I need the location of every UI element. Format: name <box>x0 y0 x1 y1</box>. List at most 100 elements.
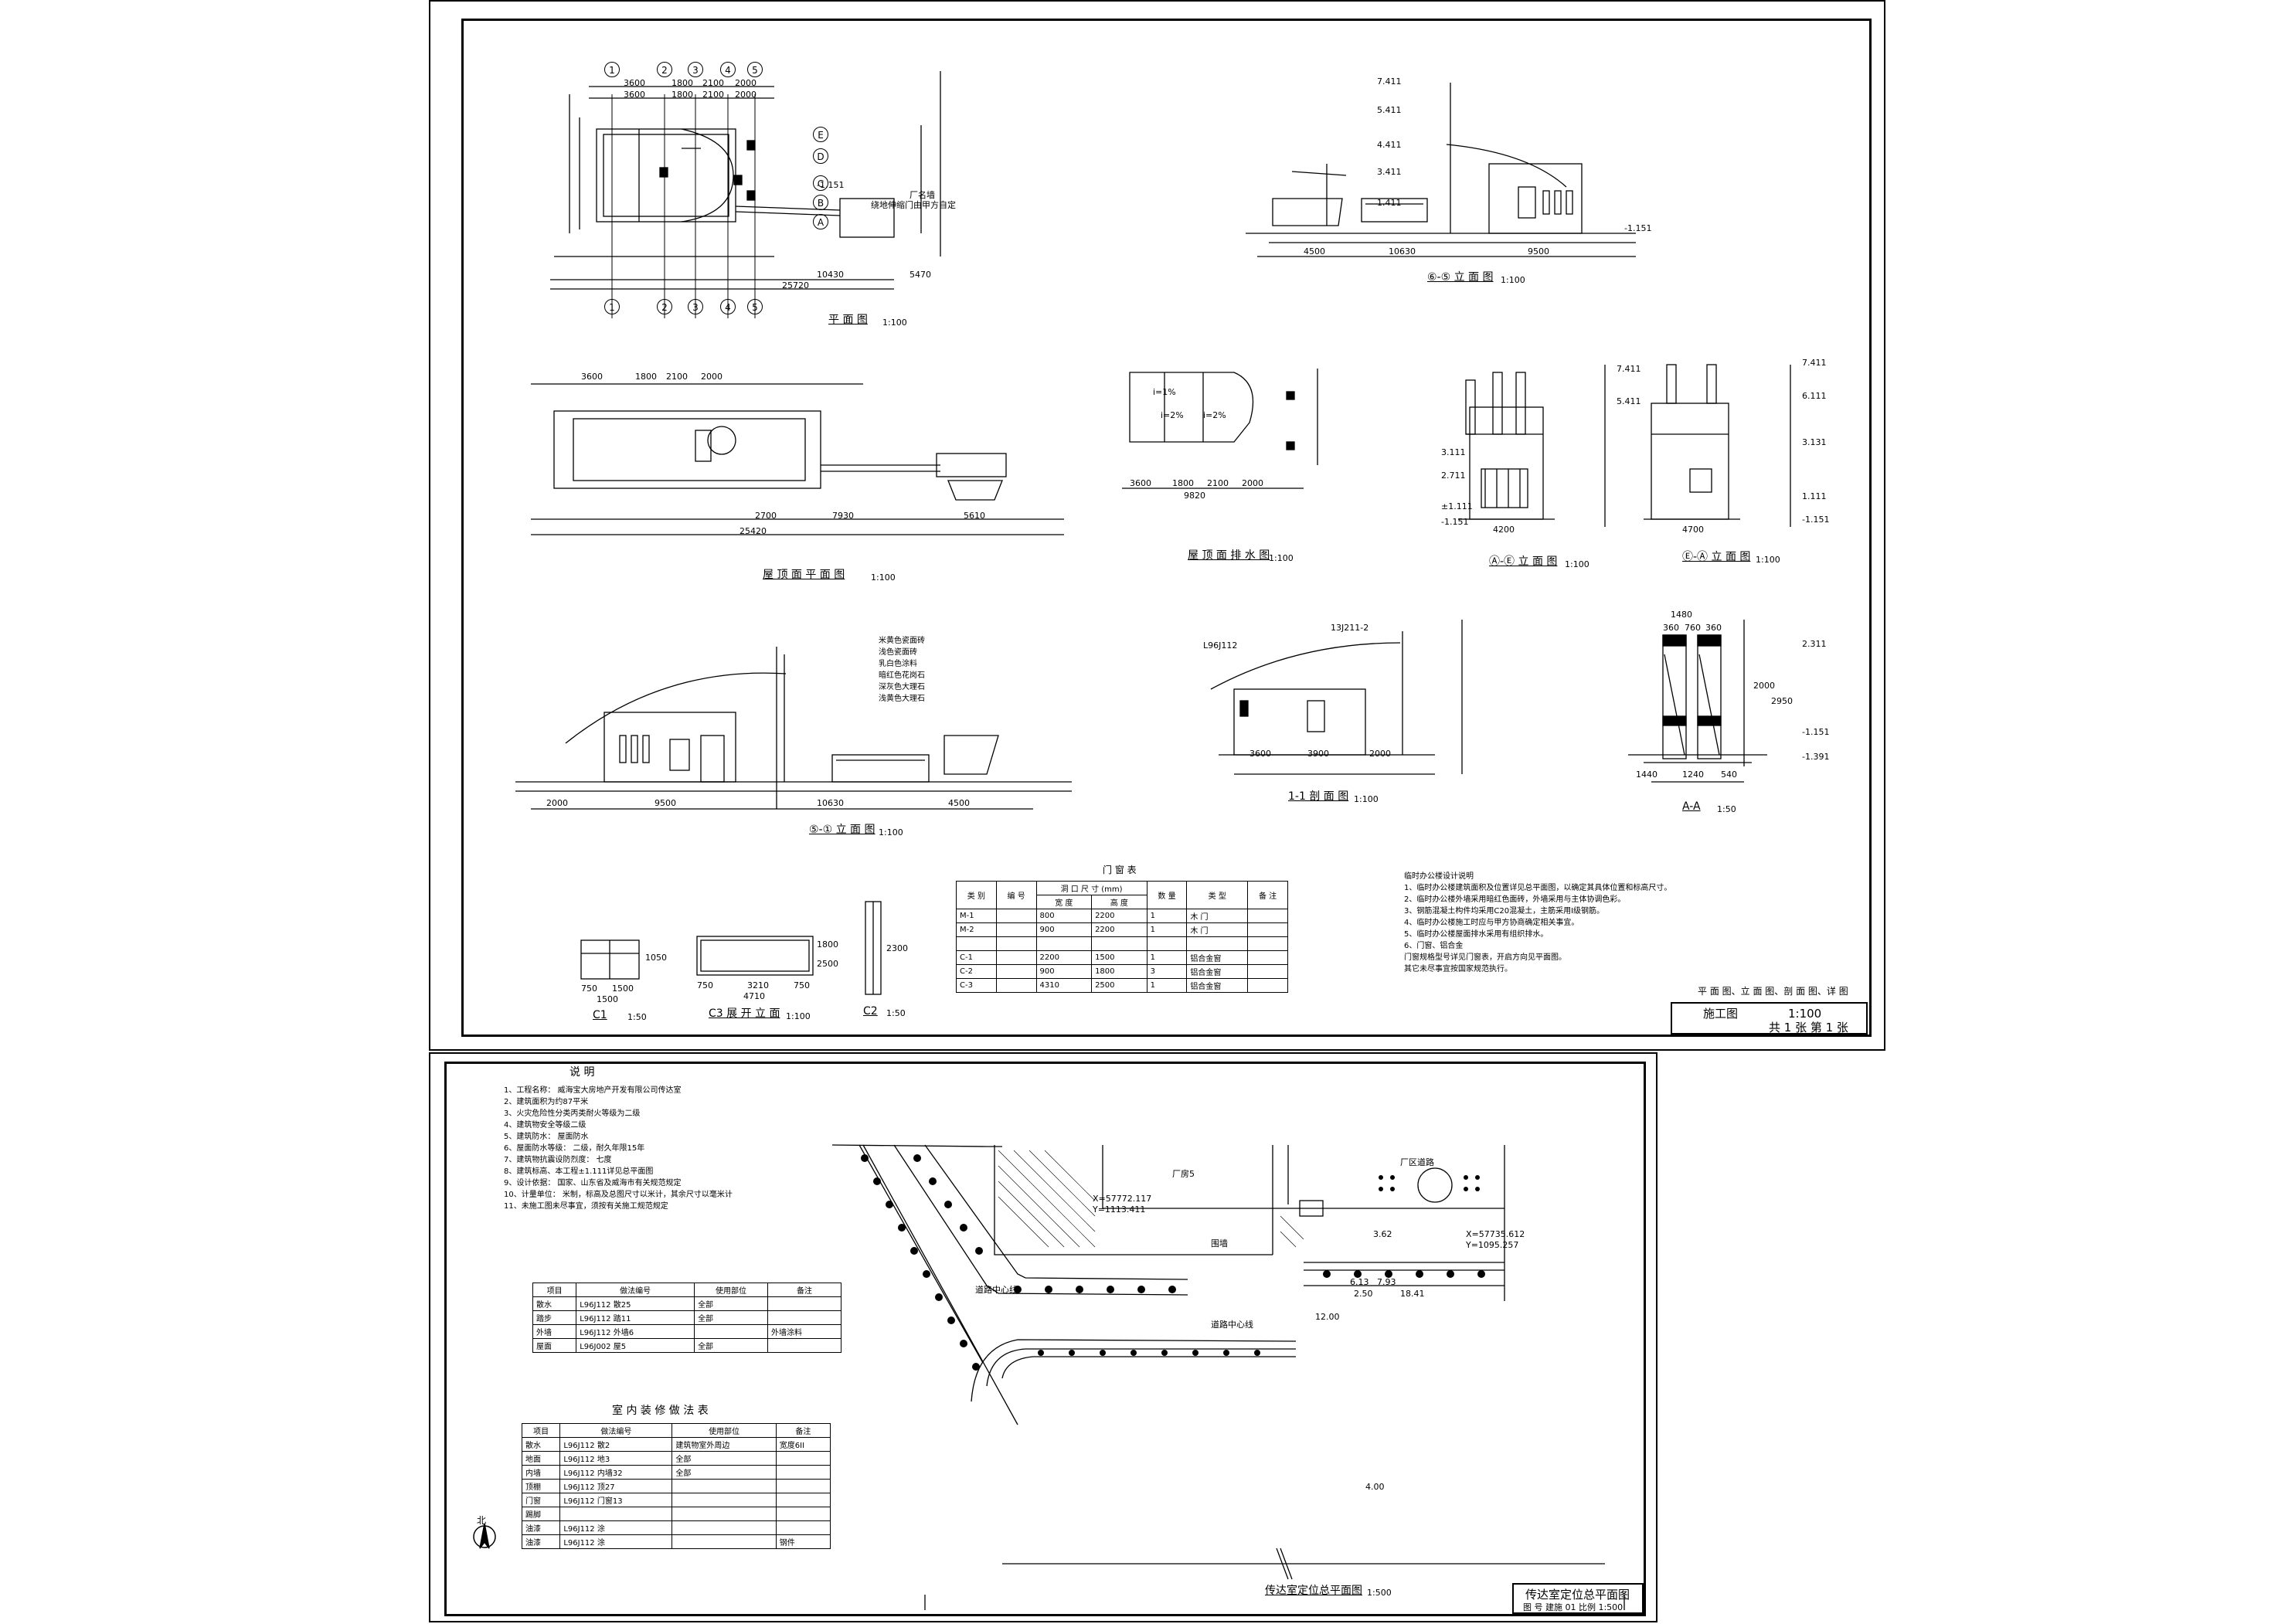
c1-title: C1 <box>593 1009 607 1021</box>
elev51-dim-2: 9500 <box>654 798 676 808</box>
interior-table-title: 室 内 装 修 做 法 表 <box>612 1405 709 1417</box>
plan-dim-bottom-1: 10430 <box>817 270 844 280</box>
dt-h-width: 宽 度 <box>1035 895 1093 909</box>
roof-drain-dim-5: 9820 <box>1184 491 1205 501</box>
c1-dim-3: 1500 <box>597 994 618 1004</box>
secAA-dim-3: 760 <box>1685 623 1701 633</box>
sheet2-title-block: 传达室定位总平面图 图 号 建施 01 比例 1:500 <box>1512 1583 1644 1614</box>
site-label-factory-road: 厂区道路 <box>1400 1157 1434 1167</box>
roof-plan-scale: 1:100 <box>871 572 896 583</box>
roof-plan-title: 屋 顶 面 平 面 图 <box>763 569 845 581</box>
elevAE-scale: 1:100 <box>1565 559 1590 569</box>
plan-dim-top-4: 2000 <box>735 78 756 88</box>
plan-dim-top-5: 3600 <box>624 90 645 100</box>
site-dim-3: 7.93 <box>1377 1277 1396 1287</box>
plan-scale: 1:100 <box>882 318 907 328</box>
c3-scale: 1:100 <box>786 1011 811 1021</box>
sheet-1-frame <box>461 19 1872 1037</box>
roof-plan-dim-1: 3600 <box>581 372 603 382</box>
site-label-wall: 围墙 <box>1211 1238 1228 1249</box>
elevAE-title: Ⓐ-Ⓔ 立 面 图 <box>1489 555 1558 568</box>
c3-dim-4: 4710 <box>743 991 765 1001</box>
elevEA-building <box>1651 403 1729 520</box>
grid-axis-5-bottom: 5 <box>747 299 763 314</box>
roof-plan-dim-8: 5610 <box>964 511 985 521</box>
elev15-level-3: 4.411 <box>1377 140 1402 150</box>
elev15-level-2: 5.411 <box>1377 105 1402 115</box>
elevEA-level-1: 7.411 <box>1802 358 1827 368</box>
plan-note-sign-wall: 厂名墙 <box>910 190 935 200</box>
sheet2-notes: 1、工程名称： 威海宝大房地产开发有限公司传达室 2、建筑面积为约87平米 3、… <box>504 1086 733 1211</box>
secAA-dim-5: 1440 <box>1636 770 1658 780</box>
site-coord1-y: Y=1113.411 <box>1093 1204 1146 1215</box>
dt-h-size: 洞 口 尺 寸 (mm) <box>1035 881 1148 895</box>
elev51-arc-canopy <box>565 672 787 744</box>
elevAE-level-4: 2.711 <box>1441 471 1466 481</box>
secAA-dim-9: 2950 <box>1771 696 1793 706</box>
sheet-2-frame <box>444 1062 1646 1616</box>
c1-dim-4: 1050 <box>645 953 667 963</box>
c2-dim-1: 2300 <box>886 943 908 953</box>
tb2-info: 图 号 建施 01 比例 1:500 <box>1523 1602 1624 1612</box>
elevEA-title: Ⓔ-Ⓐ 立 面 图 <box>1682 551 1751 563</box>
site-dim-6: 12.00 <box>1315 1312 1340 1322</box>
grid-row-d: D <box>813 148 828 164</box>
secAA-dim-1: 1480 <box>1671 610 1692 620</box>
grid-axis-3: 3 <box>688 62 703 77</box>
sheet1-design-notes: 临时办公楼设计说明 1、临时办公楼建筑面积及位置详见总平面图，以确定其具体位置和… <box>1404 872 1672 973</box>
elev51-dim-4: 4500 <box>948 798 970 808</box>
site-coord2-x: X=57735.612 <box>1466 1229 1525 1239</box>
grid-row-c: C <box>813 175 828 191</box>
secAA-dim-4: 360 <box>1705 623 1722 633</box>
plan-sign-wall <box>839 198 895 238</box>
roof-plan-dim-4: 2000 <box>701 372 722 382</box>
roof-drain-outline <box>1129 372 1254 443</box>
plan-note-gate: 绕地伸缩门由甲方自定 <box>871 200 956 210</box>
elev15-wall <box>1272 198 1343 226</box>
sec11-scale: 1:100 <box>1354 794 1379 804</box>
grid-row-e: E <box>813 127 828 142</box>
plan-dim-top-3: 2100 <box>702 78 724 88</box>
c3-title: C3 展 开 立 面 <box>709 1007 780 1020</box>
elev51-title: ⑤-① 立 面 图 <box>809 824 876 836</box>
plan-dim-top-2: 1800 <box>672 78 693 88</box>
elevAE-level-1: 7.411 <box>1617 364 1641 374</box>
c2-title: C2 <box>863 1005 878 1018</box>
roof-plan-outline <box>553 410 821 489</box>
grid-row-a: A <box>813 214 828 229</box>
site-plan-title: 传达室定位总平面图 <box>1265 1585 1362 1597</box>
elev51-dim-3: 10630 <box>817 798 844 808</box>
elev15-arc-canopy <box>1446 144 1567 188</box>
plan-dim-top-8: 2000 <box>735 90 756 100</box>
roof-drain-title: 屋 顶 面 排 水 图 <box>1188 549 1270 562</box>
elevEA-scale: 1:100 <box>1756 555 1780 565</box>
elev15-level-5: 1.411 <box>1377 198 1402 208</box>
site-coord2-y: Y=1095.257 <box>1466 1240 1519 1250</box>
site-label-factory: 厂房5 <box>1172 1169 1195 1179</box>
elevAE-building <box>1469 406 1544 520</box>
elev15-dim-3: 9500 <box>1528 246 1549 257</box>
c3-dim-3: 750 <box>794 980 810 990</box>
elevEA-level-5: -1.151 <box>1802 515 1830 525</box>
grid-axis-5: 5 <box>747 62 763 77</box>
tb1-stage: 施工图 <box>1703 1007 1739 1021</box>
plan-dim-bottom-2: 5470 <box>910 270 931 280</box>
drawing-sheet-1: 1 2 3 4 5 1 2 3 4 5 E D C B A 3600 1800 … <box>429 0 1885 1051</box>
site-label-road-center-2: 道路中心线 <box>1211 1320 1253 1330</box>
roof-drain-dim-2: 1800 <box>1172 478 1194 488</box>
site-dim-2: 6.13 <box>1350 1277 1369 1287</box>
secAA-dim-6: 1240 <box>1682 770 1704 780</box>
site-coord1-x: X=57772.117 <box>1093 1194 1152 1204</box>
secAA-level-2: -1.151 <box>1802 727 1830 737</box>
grid-axis-1: 1 <box>604 62 620 77</box>
secAA-dim-8: 2000 <box>1753 681 1775 691</box>
plan-level: -1.151 <box>817 180 845 190</box>
roof-plan-dim-5: 2700 <box>755 511 777 521</box>
sec11-building <box>1233 688 1366 756</box>
dt-h-qty: 数 量 <box>1146 881 1188 909</box>
